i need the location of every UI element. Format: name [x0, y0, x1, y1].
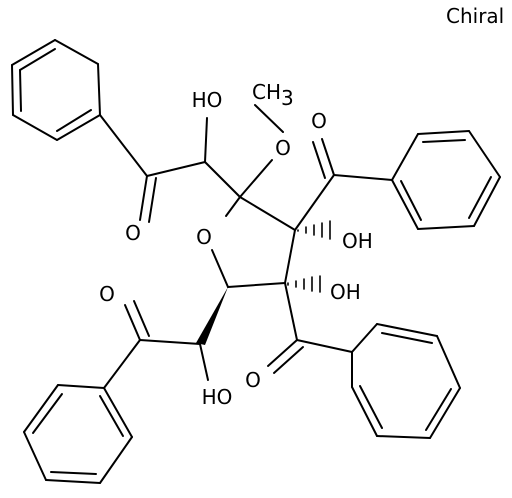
phenyl-ring-top-left — [11, 39, 101, 141]
carbonyl-oxygen-upper: O — [311, 109, 327, 133]
carbonyl-oxygen-top-left: O — [125, 221, 141, 245]
ring-oxygen: O — [196, 225, 212, 249]
hydroxyl-c4: OH — [330, 280, 361, 304]
side-chain-lower-left — [103, 300, 209, 389]
side-chain-top-left — [99, 114, 241, 223]
wedge-bond-c5 — [196, 287, 228, 345]
methyl-group: CH3 — [252, 80, 294, 110]
hashed-bond-c3-oh — [297, 220, 331, 240]
methoxy-oxygen: O — [275, 136, 291, 160]
phenyl-ring-lower-left — [23, 384, 133, 484]
phenyl-ring-upper-right — [391, 130, 501, 230]
phenyl-ring-lower-right — [351, 323, 461, 439]
carbonyl-oxygen-lower-left: O — [99, 282, 115, 306]
benzoyl-group-lower — [267, 282, 353, 374]
hydroxyl-top: HO — [192, 88, 223, 112]
furanose-ring — [211, 196, 296, 288]
hashed-bond-c4-oh — [287, 275, 321, 293]
chiral-label: Chiral — [446, 4, 504, 28]
benzoyl-group-upper — [294, 138, 393, 231]
carbonyl-oxygen-lower: O — [245, 368, 261, 392]
methoxy-group — [239, 104, 284, 198]
hydroxyl-c3: OH — [342, 229, 373, 253]
hydroxyl-lower: HO — [202, 385, 233, 409]
